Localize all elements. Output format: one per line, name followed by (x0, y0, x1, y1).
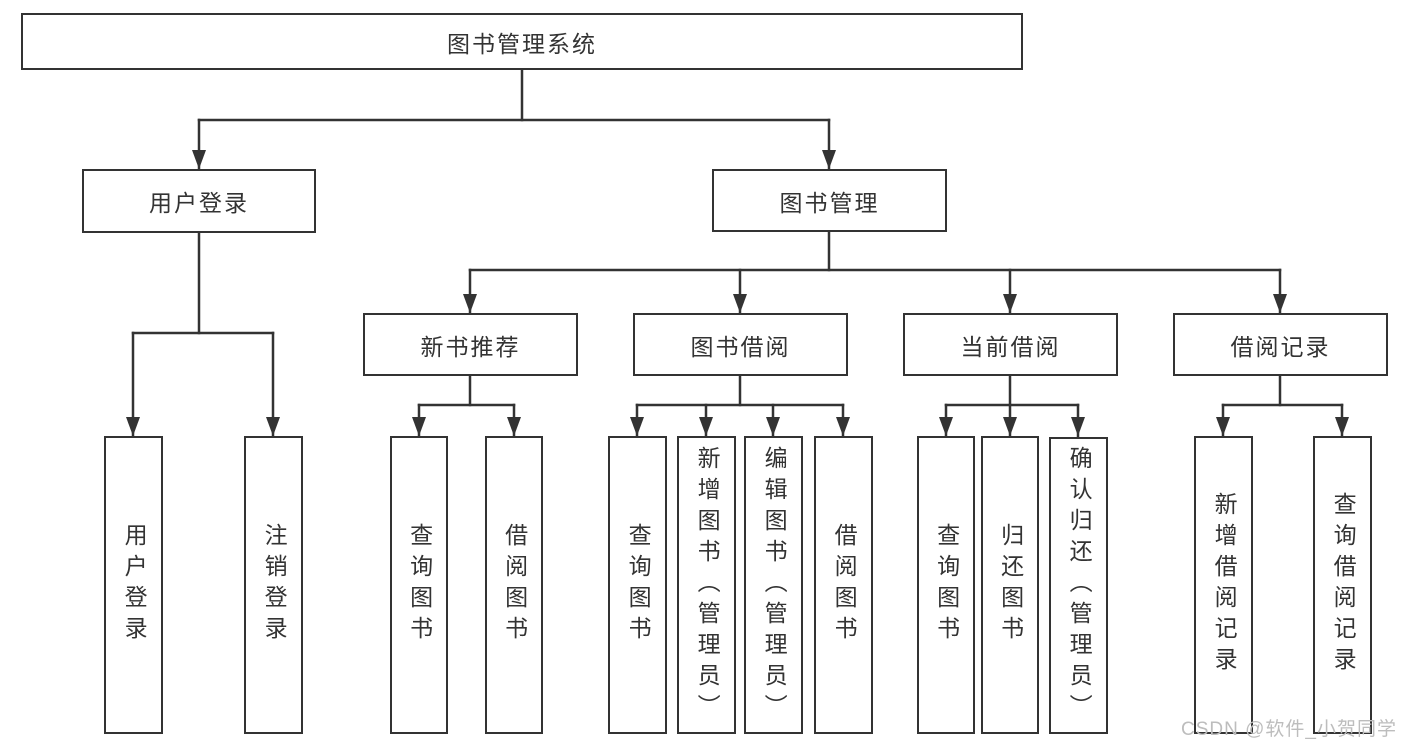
node-user-login-leaf-label: 用户登录 (121, 523, 148, 647)
node-current-borrow-label: 当前借阅 (960, 333, 1061, 360)
node-nb-borrow-books-label: 借阅图书 (501, 523, 528, 647)
node-bb-query-books-label: 查询图书 (625, 523, 652, 647)
node-borrow-record-label: 借阅记录 (1230, 333, 1331, 360)
node-bb-borrow-books-label: 借阅图书 (831, 523, 858, 647)
node-br-query-record-label: 查询借阅记录 (1330, 492, 1357, 678)
node-nb-query-books: 查询图书 (390, 436, 448, 734)
node-br-add-record: 新增借阅记录 (1194, 436, 1253, 734)
node-bb-add-books: 新增图书（管理员） (677, 436, 736, 734)
node-bb-add-books-label: 新增图书（管理员） (694, 445, 721, 725)
node-bb-query-books: 查询图书 (608, 436, 667, 734)
node-user-login-branch-label: 用户登录 (149, 190, 249, 216)
node-book-borrow: 图书借阅 (633, 313, 848, 376)
node-nb-borrow-books: 借阅图书 (485, 436, 543, 734)
node-book-mgmt-branch-label: 图书管理 (779, 189, 880, 216)
node-book-mgmt-branch: 图书管理 (712, 169, 947, 232)
node-borrow-record: 借阅记录 (1173, 313, 1388, 376)
node-bb-edit-books-label: 编辑图书（管理员） (761, 445, 788, 725)
node-new-book-rec: 新书推荐 (363, 313, 578, 376)
node-logout-leaf-label: 注销登录 (261, 523, 288, 647)
node-br-add-record-label: 新增借阅记录 (1211, 492, 1238, 678)
node-br-query-record: 查询借阅记录 (1313, 436, 1372, 734)
node-bb-borrow-books: 借阅图书 (814, 436, 873, 734)
node-user-login-leaf: 用户登录 (104, 436, 163, 734)
node-cb-return-books-label: 归还图书 (997, 523, 1024, 647)
node-cb-query-books: 查询图书 (917, 436, 975, 734)
node-cb-confirm-return: 确认归还（管理员） (1049, 437, 1108, 734)
node-book-borrow-label: 图书借阅 (690, 333, 791, 360)
node-cb-return-books: 归还图书 (981, 436, 1039, 734)
csdn-watermark: CSDN @软件_小贺同学 (1181, 719, 1397, 740)
node-bb-edit-books: 编辑图书（管理员） (744, 436, 803, 734)
node-nb-query-books-label: 查询图书 (406, 523, 433, 647)
node-current-borrow: 当前借阅 (903, 313, 1118, 376)
node-root-label: 图书管理系统 (447, 30, 597, 57)
node-cb-confirm-return-label: 确认归还（管理员） (1066, 446, 1093, 725)
node-user-login-branch: 用户登录 (82, 169, 316, 233)
node-logout-leaf: 注销登录 (244, 436, 303, 734)
node-new-book-rec-label: 新书推荐 (420, 333, 521, 360)
node-root: 图书管理系统 (21, 13, 1023, 70)
node-cb-query-books-label: 查询图书 (933, 523, 960, 647)
